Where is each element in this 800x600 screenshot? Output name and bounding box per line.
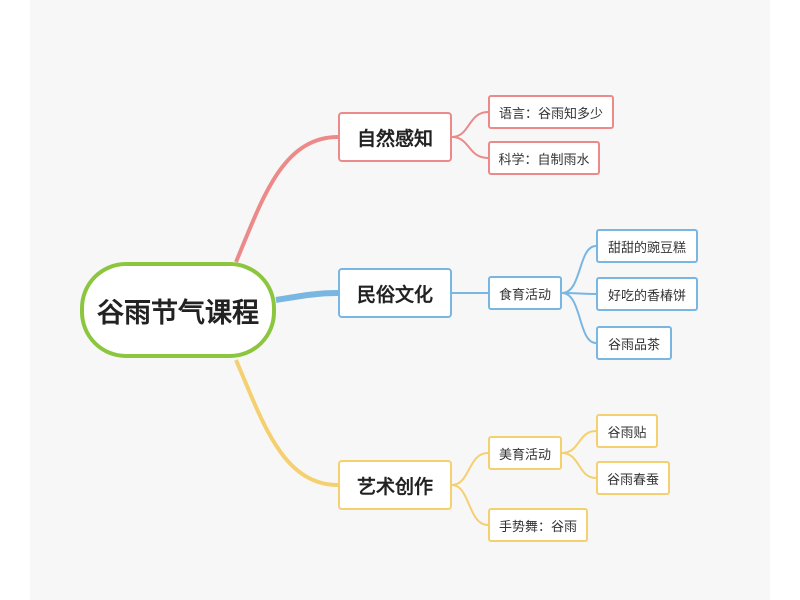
leaf-toon-pancake[interactable]: 好吃的香椿饼	[596, 277, 698, 311]
leaf-spring-silkworm[interactable]: 谷雨春蚕	[596, 461, 670, 495]
leaf-tea-tasting[interactable]: 谷雨品茶	[596, 326, 672, 360]
connector-nature-lang	[451, 111, 489, 138]
connector-root-nature	[234, 135, 339, 263]
connector-nature-science	[451, 136, 489, 159]
leaf-pea-cake[interactable]: 甜甜的豌豆糕	[596, 229, 698, 263]
connector-food-1	[561, 245, 597, 294]
root-topic[interactable]: 谷雨节气课程	[80, 262, 276, 358]
leaf-language-activity[interactable]: 语言：谷雨知多少	[488, 95, 614, 129]
branch-folk-culture[interactable]: 民俗文化	[338, 268, 452, 318]
leaf-science-activity[interactable]: 科学：自制雨水	[488, 141, 600, 175]
connector-art-dance	[451, 484, 489, 526]
leaf-food-education[interactable]: 食育活动	[488, 276, 562, 310]
connector-aesthetic-2	[561, 452, 597, 479]
connector-art-aesthetic	[451, 452, 489, 486]
connector-root-art	[234, 359, 339, 487]
branch-art-creation[interactable]: 艺术创作	[338, 460, 452, 510]
leaf-aesthetic-education[interactable]: 美育活动	[488, 436, 562, 470]
connector-root-folk	[275, 290, 339, 303]
connector-aesthetic-1	[561, 430, 597, 454]
connector-food-3	[561, 292, 597, 344]
leaf-gesture-dance[interactable]: 手势舞：谷雨	[488, 508, 588, 542]
branch-nature-perception[interactable]: 自然感知	[338, 112, 452, 162]
leaf-guyu-sticker[interactable]: 谷雨贴	[596, 414, 658, 448]
